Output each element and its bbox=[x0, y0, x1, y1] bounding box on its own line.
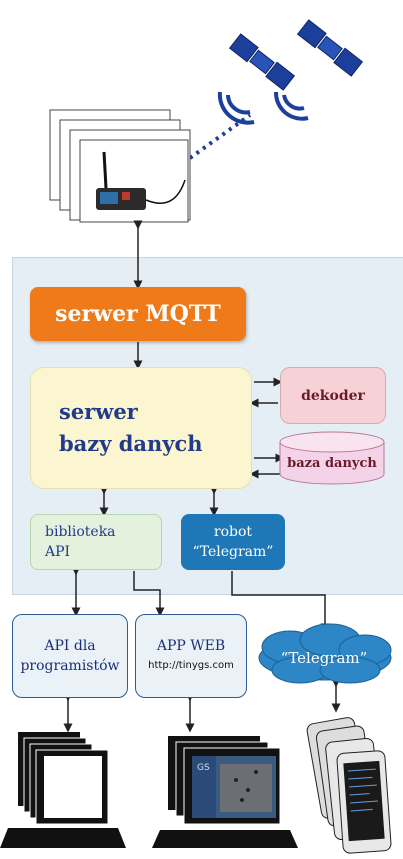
database-server-label-line2: bazy danych bbox=[59, 431, 203, 456]
web-app-url: http://tinygs.com bbox=[148, 660, 234, 671]
decoder-label: dekoder bbox=[301, 387, 365, 404]
database-server-box: serwer bazy danych bbox=[30, 367, 252, 489]
laptop-icon bbox=[0, 732, 126, 848]
satellite-icon bbox=[228, 19, 364, 91]
developer-api-box: API dla programistów bbox=[12, 614, 128, 698]
telegram-cloud-label: “Telegram” bbox=[280, 649, 368, 667]
mqtt-server-label: serwer MQTT bbox=[55, 301, 221, 327]
radio-waves-icon bbox=[217, 91, 309, 125]
web-app-label: APP WEB bbox=[156, 638, 226, 654]
database-server-label-line1: serwer bbox=[59, 399, 138, 424]
robot-label-line1: robot bbox=[213, 524, 253, 540]
telegram-cloud-label-box: “Telegram” bbox=[258, 643, 390, 673]
developer-api-label-line1: API dla bbox=[44, 638, 96, 654]
web-app-box: APP WEB http://tinygs.com bbox=[135, 614, 247, 698]
database-label-box: baza danych bbox=[280, 448, 384, 478]
telegram-robot-box: robot “Telegram” bbox=[181, 514, 285, 570]
svg-text:GS: GS bbox=[197, 763, 210, 773]
database-label: baza danych bbox=[287, 455, 377, 471]
developer-api-label-line2: programistów bbox=[20, 658, 120, 674]
api-library-label-line2: API bbox=[45, 544, 71, 560]
telegram-cloud bbox=[258, 623, 392, 684]
database-cylinder bbox=[279, 431, 385, 485]
mqtt-server-box: serwer MQTT bbox=[30, 287, 246, 341]
smartphone-icon bbox=[306, 717, 392, 854]
laptop-web-icon: GS bbox=[152, 736, 298, 848]
api-library-label-line1: biblioteka bbox=[45, 524, 116, 540]
ground-station-icon bbox=[96, 151, 186, 210]
robot-label-line2: “Telegram” bbox=[192, 544, 274, 560]
api-library-box: biblioteka API bbox=[30, 514, 162, 570]
decoder-box: dekoder bbox=[280, 367, 386, 424]
